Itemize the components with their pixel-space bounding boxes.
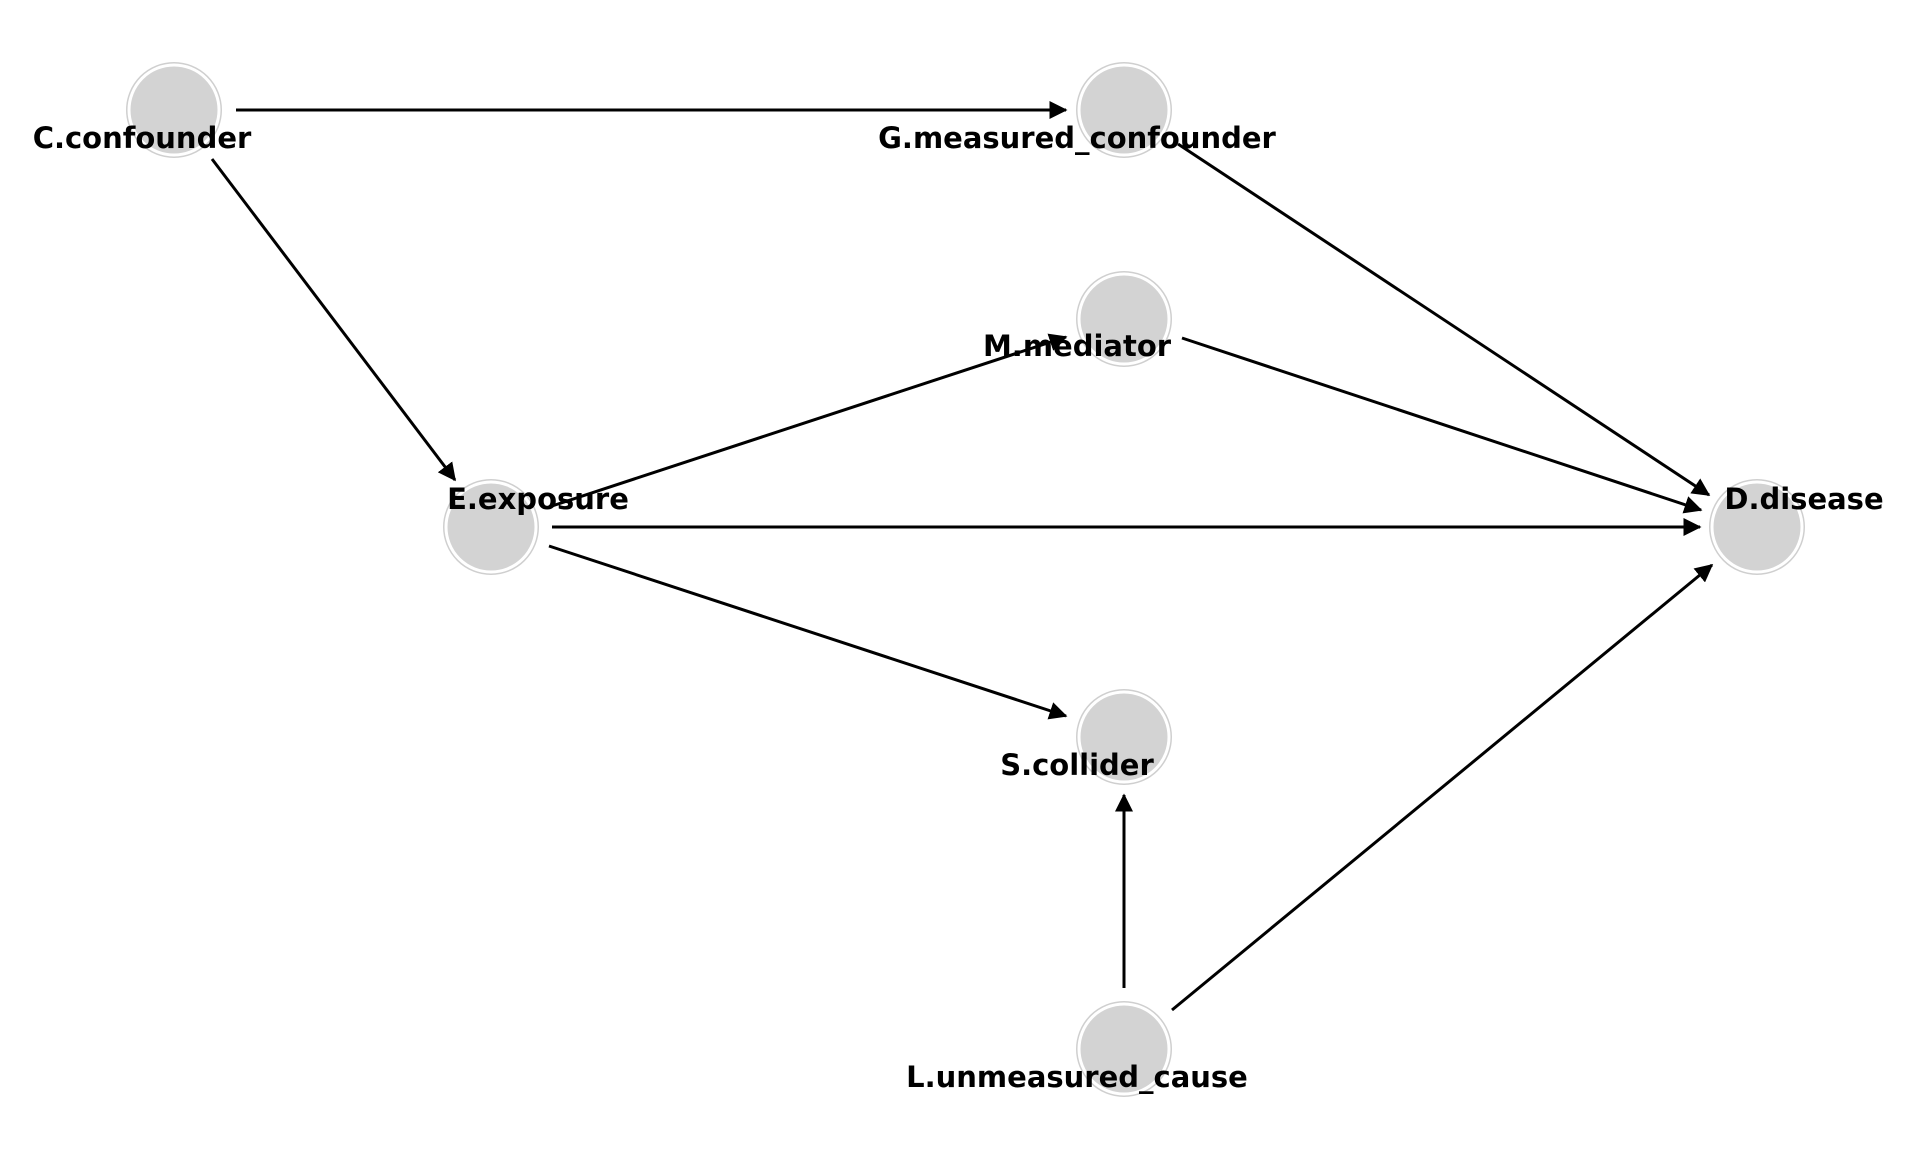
- node-ring: [443, 479, 539, 575]
- node-l: [1076, 1001, 1172, 1097]
- node-e: [443, 479, 539, 575]
- edge-l-to-d: [1171, 563, 1714, 1012]
- edge-c-to-e: [210, 158, 457, 482]
- edge-e-to-s: [548, 544, 1068, 720]
- node-ring: [1709, 479, 1805, 575]
- node-label-m: M.mediator: [983, 329, 1172, 363]
- node-ring: [1076, 271, 1172, 367]
- node-m: [1076, 271, 1172, 367]
- node-circle: [1077, 272, 1171, 366]
- edges-layer: [210, 101, 1714, 1012]
- node-g: [1076, 62, 1172, 158]
- node-ring: [1076, 689, 1172, 785]
- node-circle: [127, 63, 221, 157]
- node-label-e: E.exposure: [447, 482, 629, 516]
- edge-g-to-d: [1177, 142, 1711, 497]
- node-circle: [1077, 690, 1171, 784]
- node-label-d: D.disease: [1724, 482, 1883, 516]
- node-d: [1709, 479, 1805, 575]
- node-label-c: C.confounder: [33, 121, 252, 155]
- edge-e-to-m: [551, 333, 1068, 508]
- node-ring: [1076, 62, 1172, 158]
- edge-m-to-d: [1181, 336, 1703, 514]
- node-label-l: L.unmeasured_cause: [906, 1060, 1248, 1094]
- nodes-layer: [126, 62, 1805, 1097]
- node-circle: [1077, 63, 1171, 157]
- node-label-g: G.measured_confounder: [878, 121, 1276, 155]
- node-c: [126, 62, 222, 158]
- node-circle: [444, 480, 538, 574]
- node-ring: [1076, 1001, 1172, 1097]
- node-s: [1076, 689, 1172, 785]
- node-circle: [1710, 480, 1804, 574]
- node-ring: [126, 62, 222, 158]
- node-circle: [1077, 1002, 1171, 1096]
- node-label-s: S.collider: [1000, 748, 1154, 782]
- labels-layer: C.confounder G.measured_confounderM.media…: [33, 121, 1884, 1094]
